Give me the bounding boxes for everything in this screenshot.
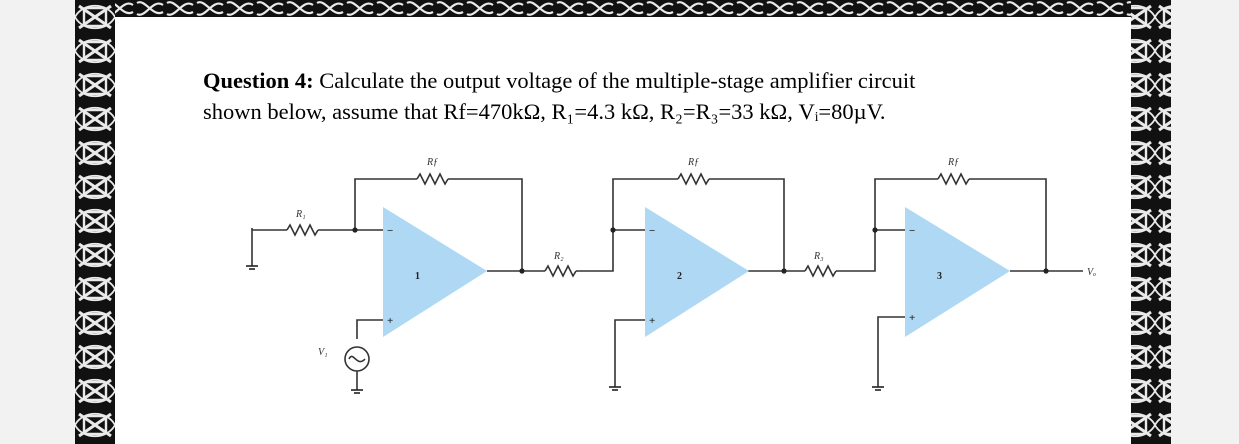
opamp3-plus-ground-wire [877,316,905,387]
ground-symbols [246,265,884,394]
vin-label: V₁ [318,347,328,358]
opamp3-minus: − [909,225,915,237]
r2-resistor [544,264,577,278]
rf1-resistor [416,172,449,186]
amplifier-circuit-diagram: − + − + − + 1 2 3 R₁ Rƒ R₂ Rƒ R₃ Rƒ V₁ V… [246,157,1096,394]
left-gutter [0,0,75,444]
source-wave [348,355,366,363]
r1-label: R₁ [295,209,306,220]
opamp2-minus: − [649,225,655,237]
r3-label: R₃ [813,251,824,262]
rf2-lead-right [709,178,785,271]
opamp2-plus-ground-wire [614,319,645,387]
opamp1-plus-wire [356,319,383,339]
r1-resistor [286,223,319,237]
r2-lead-right [576,229,645,272]
stage-3-number: 3 [937,271,942,282]
opamp2-plus: + [649,315,655,327]
rf3-lead-right [969,178,1047,271]
rf1-lead-left [354,178,417,230]
rf3-resistor [937,172,970,186]
opamp-2 [645,207,749,337]
rf2-lead-left [612,178,678,230]
opamp1-minus: − [387,225,393,237]
r2-label: R₂ [553,251,564,262]
document-page: Question 4: Calculate the output voltage… [115,17,1131,444]
opamp3-plus: + [909,312,915,324]
rf2-resistor [677,172,710,186]
vout-label: Vₒ [1087,267,1096,278]
r3-lead-right [836,229,905,272]
celtic-knot-border: Question 4: Calculate the output voltage… [75,0,1171,444]
knot-pattern [75,0,1171,444]
opamp1-plus: + [387,315,393,327]
stage-1-number: 1 [415,271,420,282]
question-line-2: shown below, assume that Rf=470kΩ, R₁=4.… [203,99,886,124]
rf1-label: Rƒ [426,157,438,168]
stage-2-number: 2 [677,271,682,282]
question-text: Question 4: Calculate the output voltage… [203,65,1063,127]
source-circle [344,346,370,372]
rf1-lead-right [448,178,523,271]
rf3-label: Rƒ [947,157,959,168]
opamp-1 [383,207,487,337]
r3-resistor [804,264,837,278]
right-gutter [1171,0,1239,444]
junction-dots [352,227,1049,274]
opamp-3 [905,207,1010,337]
question-line-1: Calculate the output voltage of the mult… [319,68,916,93]
rf2-label: Rƒ [687,157,699,168]
question-label: Question 4: [203,68,314,93]
rf3-lead-left [874,178,938,230]
